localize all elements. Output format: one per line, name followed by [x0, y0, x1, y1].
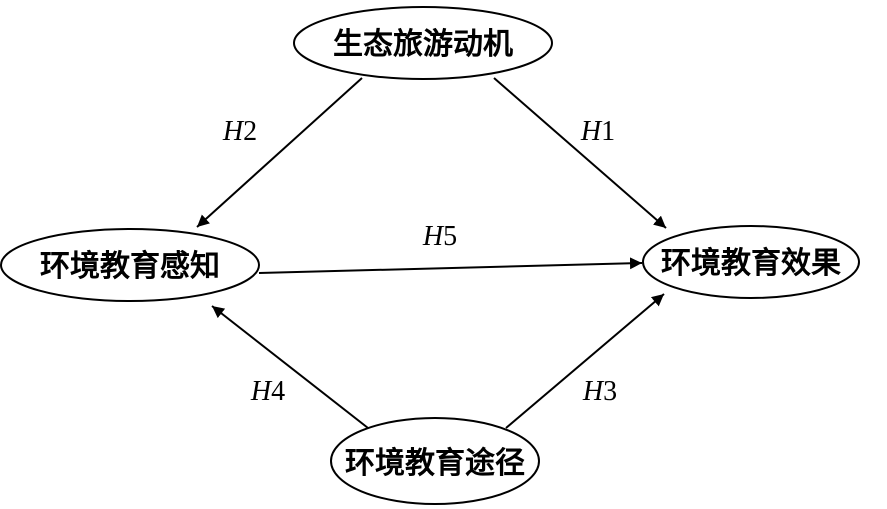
edge-h3-label: H3	[582, 376, 617, 407]
node-pathway-ellipse	[330, 417, 540, 505]
node-perception-ellipse	[0, 228, 260, 302]
node-motivation-ellipse	[293, 6, 553, 80]
node-perception: 环境教育感知	[0, 228, 260, 302]
edge-h1-label-prefix: H	[580, 116, 603, 147]
node-effect-label: 环境教育效果	[661, 246, 841, 281]
edge-h2-label-prefix: H	[222, 116, 245, 147]
edge-h3-arrow	[505, 293, 665, 429]
edge-h5-label-prefix: H	[422, 221, 445, 252]
edge-h1-label: H1	[580, 116, 615, 147]
edge-h5-arrow	[258, 257, 643, 274]
node-motivation-label: 生态旅游动机	[333, 27, 513, 62]
node-effect-ellipse	[642, 225, 860, 299]
node-perception-label: 环境教育感知	[40, 249, 220, 284]
edge-h1-arrow	[493, 77, 667, 229]
edge-h3-label-prefix: H	[582, 376, 605, 407]
edge-h4-label-number: 4	[271, 376, 285, 407]
edge-h4-arrow	[211, 305, 369, 429]
edge-h4-label: H4	[250, 376, 285, 407]
edge-h2-label-number: 2	[243, 116, 257, 147]
edge-h4-label-prefix: H	[250, 376, 273, 407]
edge-h5-label: H5	[422, 221, 457, 252]
node-pathway-label: 环境教育途径	[345, 446, 525, 481]
edge-h5-label-number: 5	[443, 221, 457, 252]
node-effect: 环境教育效果	[642, 225, 860, 299]
edge-h1-label-number: 1	[601, 116, 615, 147]
node-motivation: 生态旅游动机	[293, 6, 553, 80]
edge-h3-label-number: 3	[603, 376, 617, 407]
edge-h2-label: H2	[222, 116, 257, 147]
edge-h2-arrow	[196, 77, 363, 228]
node-pathway: 环境教育途径	[330, 417, 540, 505]
